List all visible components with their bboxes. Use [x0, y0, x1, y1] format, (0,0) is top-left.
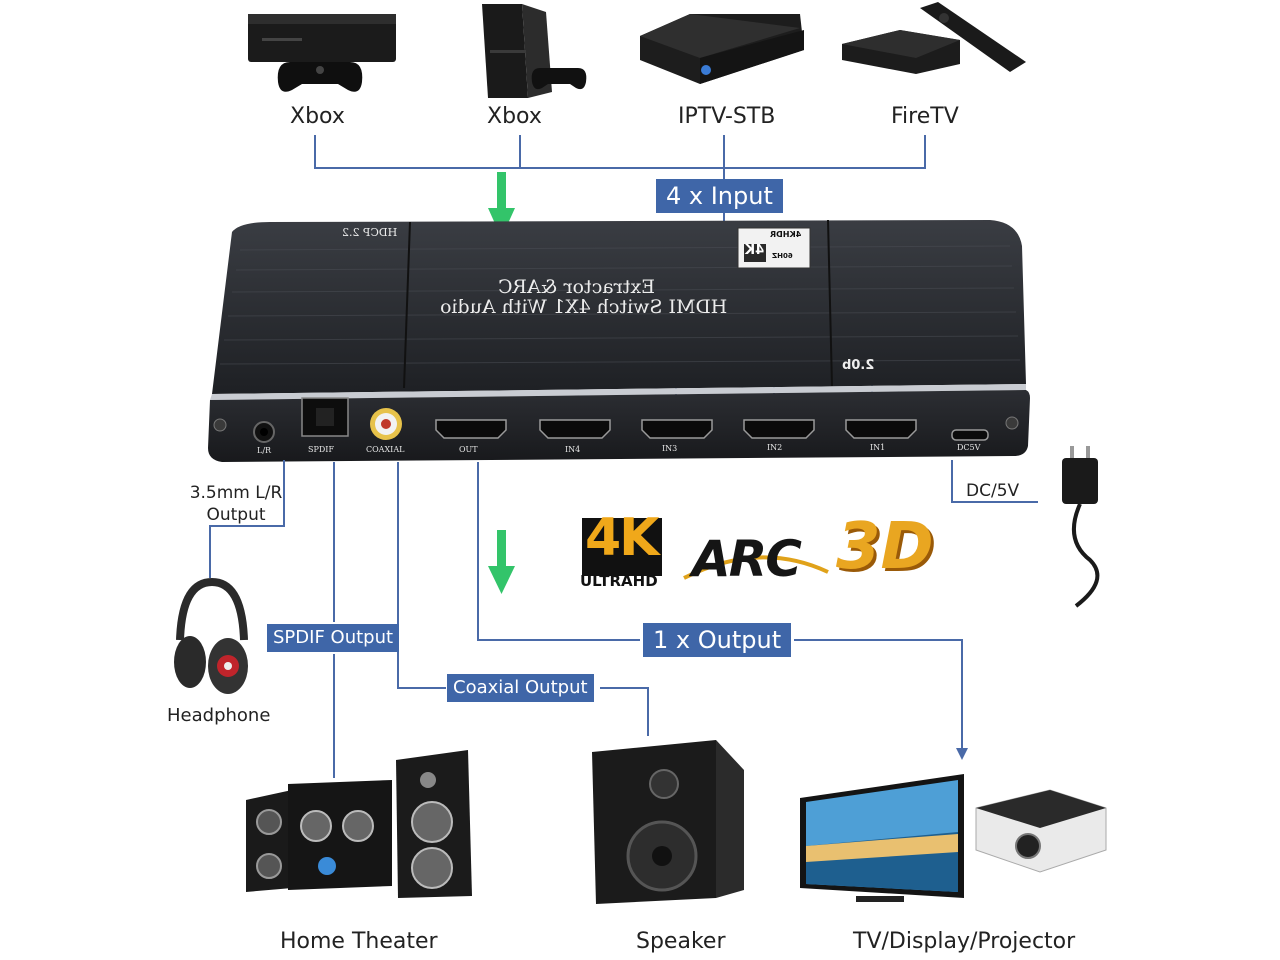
ultrahd-logo: ULTRAHD — [580, 572, 658, 590]
output-label-home-theater: Home Theater — [280, 929, 438, 954]
device-subtitle: Extractor &ARC — [498, 276, 655, 298]
port-label-out: OUT — [459, 445, 478, 454]
speaker-icon — [592, 740, 744, 904]
output-label-headphone: Headphone — [167, 705, 271, 726]
audio-output-line1: 3.5mm L/R — [189, 483, 283, 503]
badge-hz: 60HZ — [772, 252, 793, 260]
port-label-in2: IN2 — [767, 443, 783, 452]
iptv-set-top-box-icon — [640, 14, 804, 84]
output-count-tag: 1 x Output — [643, 623, 792, 657]
4k-logo-box — [582, 518, 662, 576]
tv-projector-icon — [800, 774, 1107, 902]
power-label: DC/5V — [966, 481, 1020, 501]
port-label-in1: IN1 — [870, 443, 886, 452]
output-label-tv-display-projector: TV/Display/Projector — [853, 929, 1076, 954]
port-label-lr: L/R — [257, 446, 272, 455]
badge-4k: 4K — [745, 243, 765, 258]
arc-logo: ARC — [692, 530, 802, 588]
input-label-xbox: Xbox — [487, 104, 542, 129]
device-title: HDMI Switch 4X1 With Audio — [440, 296, 728, 318]
input-count-tag: 4 x Input — [656, 179, 783, 213]
hdmi-switch-device — [208, 219, 1030, 462]
output-connector-lines — [209, 460, 1038, 778]
firetv-box-icon — [842, 2, 1026, 74]
4k-logo: 4K — [585, 508, 659, 568]
arc-swoosh — [683, 555, 829, 580]
port-label-coaxial: COAXIAL — [366, 445, 405, 454]
playstation-console-icon — [482, 4, 587, 98]
home-theater-icon — [246, 750, 472, 898]
hdmi-version-label: 2.0b — [842, 358, 874, 373]
input-label-firetv: FireTV — [891, 104, 959, 129]
3d-logo: 3D — [836, 510, 934, 584]
input-label-iptv-stb: IPTV-STB — [678, 104, 776, 129]
spdif-output-tag: SPDIF Output — [267, 624, 400, 652]
hdcp-label: HDCP 2.2 — [342, 226, 398, 239]
badge-hdr: 4KHDR — [770, 230, 802, 239]
headphone-icon — [174, 577, 248, 694]
xbox-console-icon — [248, 14, 396, 92]
port-label-in3: IN3 — [662, 444, 678, 453]
output-label-speaker: Speaker — [636, 929, 726, 954]
audio-output-label: 3.5mm L/R Output — [186, 482, 286, 526]
green-arrow-icon — [488, 530, 515, 594]
input-label-xbox: Xbox — [290, 104, 345, 129]
port-label-spdif: SPDIF — [308, 445, 334, 454]
port-label-in4: IN4 — [565, 445, 581, 454]
coaxial-output-tag: Coaxial Output — [447, 674, 594, 702]
audio-output-line2: Output — [206, 505, 266, 525]
port-label-dc5v: DC5V — [957, 443, 981, 452]
power-adapter-icon — [1062, 446, 1100, 608]
hdmi-version: 2.0b — [842, 358, 875, 373]
